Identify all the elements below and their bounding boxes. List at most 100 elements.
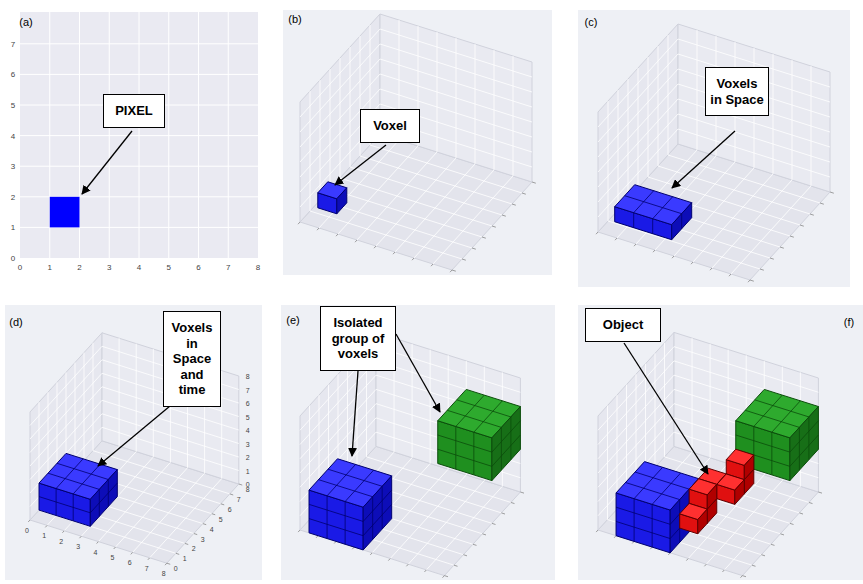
grid-line	[444, 576, 448, 577]
voxel-face	[363, 476, 392, 550]
grid-line	[412, 258, 414, 260]
leader-line	[82, 131, 132, 194]
panel-ground	[283, 10, 552, 275]
plot-area	[20, 12, 258, 258]
grid-line	[300, 29, 380, 117]
tick-label: 5	[167, 263, 171, 272]
grid-line	[633, 213, 634, 228]
grid-line	[645, 364, 646, 478]
grid-line	[532, 182, 536, 183]
grid-line	[472, 248, 476, 249]
grid-line	[454, 565, 458, 566]
grid-line	[239, 484, 242, 485]
tick-label: 0	[174, 565, 178, 572]
grid-line	[309, 504, 363, 521]
grid-line	[626, 483, 680, 500]
callout-box: Voxels in Space	[705, 67, 769, 116]
panel-label: (a)	[19, 16, 32, 28]
grid-line	[729, 274, 731, 276]
tick-label: 8	[256, 263, 260, 272]
grid-line	[148, 558, 150, 560]
callout-box: Voxels in Space and time	[163, 311, 221, 407]
grid-line	[185, 543, 188, 544]
callout-text: Object	[590, 317, 656, 333]
grid-line	[652, 473, 681, 504]
grid-line	[710, 268, 712, 270]
grid-line	[317, 228, 319, 230]
grid-line	[360, 156, 512, 204]
tick-label: 1	[42, 532, 46, 539]
grid-line	[380, 44, 532, 92]
grid-line	[750, 280, 754, 281]
grid-line	[426, 486, 502, 570]
grid-line	[691, 262, 693, 264]
grid-line	[450, 270, 452, 272]
panel-label: (d)	[9, 316, 22, 328]
callout-text: Voxels in Space and time	[168, 320, 216, 398]
grid-line	[168, 12, 169, 258]
grid-line	[790, 435, 819, 466]
voxel-scenes	[28, 14, 834, 578]
grid-line	[309, 519, 363, 536]
tick-label: 0	[246, 481, 250, 488]
leader-line	[672, 131, 735, 188]
tick-label: 6	[246, 400, 250, 407]
tick-label: 2	[246, 454, 250, 461]
grid-line	[799, 427, 800, 470]
grid-line	[221, 504, 224, 505]
tick-label: 7	[237, 495, 241, 502]
grid-line	[492, 435, 521, 466]
tick-label: 5	[111, 554, 115, 561]
wall-pane	[674, 332, 818, 492]
grid-line	[668, 35, 669, 155]
grid-line	[390, 475, 466, 559]
tick-label: 2	[192, 545, 196, 552]
callout-box: Voxel	[360, 109, 420, 143]
axes-frame	[596, 24, 834, 282]
grid-line	[48, 473, 99, 489]
grid-line	[198, 12, 199, 258]
grid-line	[457, 400, 511, 417]
grid-line	[176, 553, 179, 554]
panel-ground	[578, 10, 850, 287]
grid-line	[376, 347, 520, 393]
grid-line	[596, 530, 598, 532]
grid-line	[327, 496, 328, 539]
grid-line	[790, 421, 819, 452]
callout-box: PIXEL	[103, 94, 165, 128]
grid-line	[75, 363, 76, 471]
tick-label: 2	[11, 192, 15, 201]
leader-line	[396, 334, 440, 412]
grid-line	[473, 544, 477, 545]
grid-line	[374, 246, 376, 248]
grid-line	[20, 135, 258, 136]
grid-line	[139, 12, 140, 258]
tick-label: 6	[11, 70, 15, 79]
tick-label: 0	[11, 254, 15, 263]
grid-line	[492, 226, 496, 227]
grid-line	[424, 570, 426, 572]
tick-label: 3	[246, 440, 250, 447]
grid-line	[761, 555, 765, 556]
grid-line	[463, 555, 467, 556]
panel-label: (f)	[844, 316, 854, 328]
grid-line	[300, 361, 376, 445]
grid	[20, 12, 258, 258]
grid-line	[664, 343, 665, 457]
tick-label: 7	[246, 386, 250, 393]
grid-line	[810, 214, 814, 215]
leader-line	[352, 371, 358, 456]
grid-line	[350, 47, 351, 167]
grid-line	[93, 343, 94, 451]
grid-line	[212, 514, 215, 515]
grid-line	[811, 66, 812, 186]
grid-line	[771, 432, 772, 475]
grid-line	[686, 559, 688, 561]
grid-line	[658, 46, 659, 166]
grid-line	[754, 395, 783, 426]
grid-line	[598, 84, 678, 172]
panel-ground	[578, 305, 863, 580]
tick-label: 6	[128, 559, 132, 566]
tick-label: 7	[226, 263, 230, 272]
